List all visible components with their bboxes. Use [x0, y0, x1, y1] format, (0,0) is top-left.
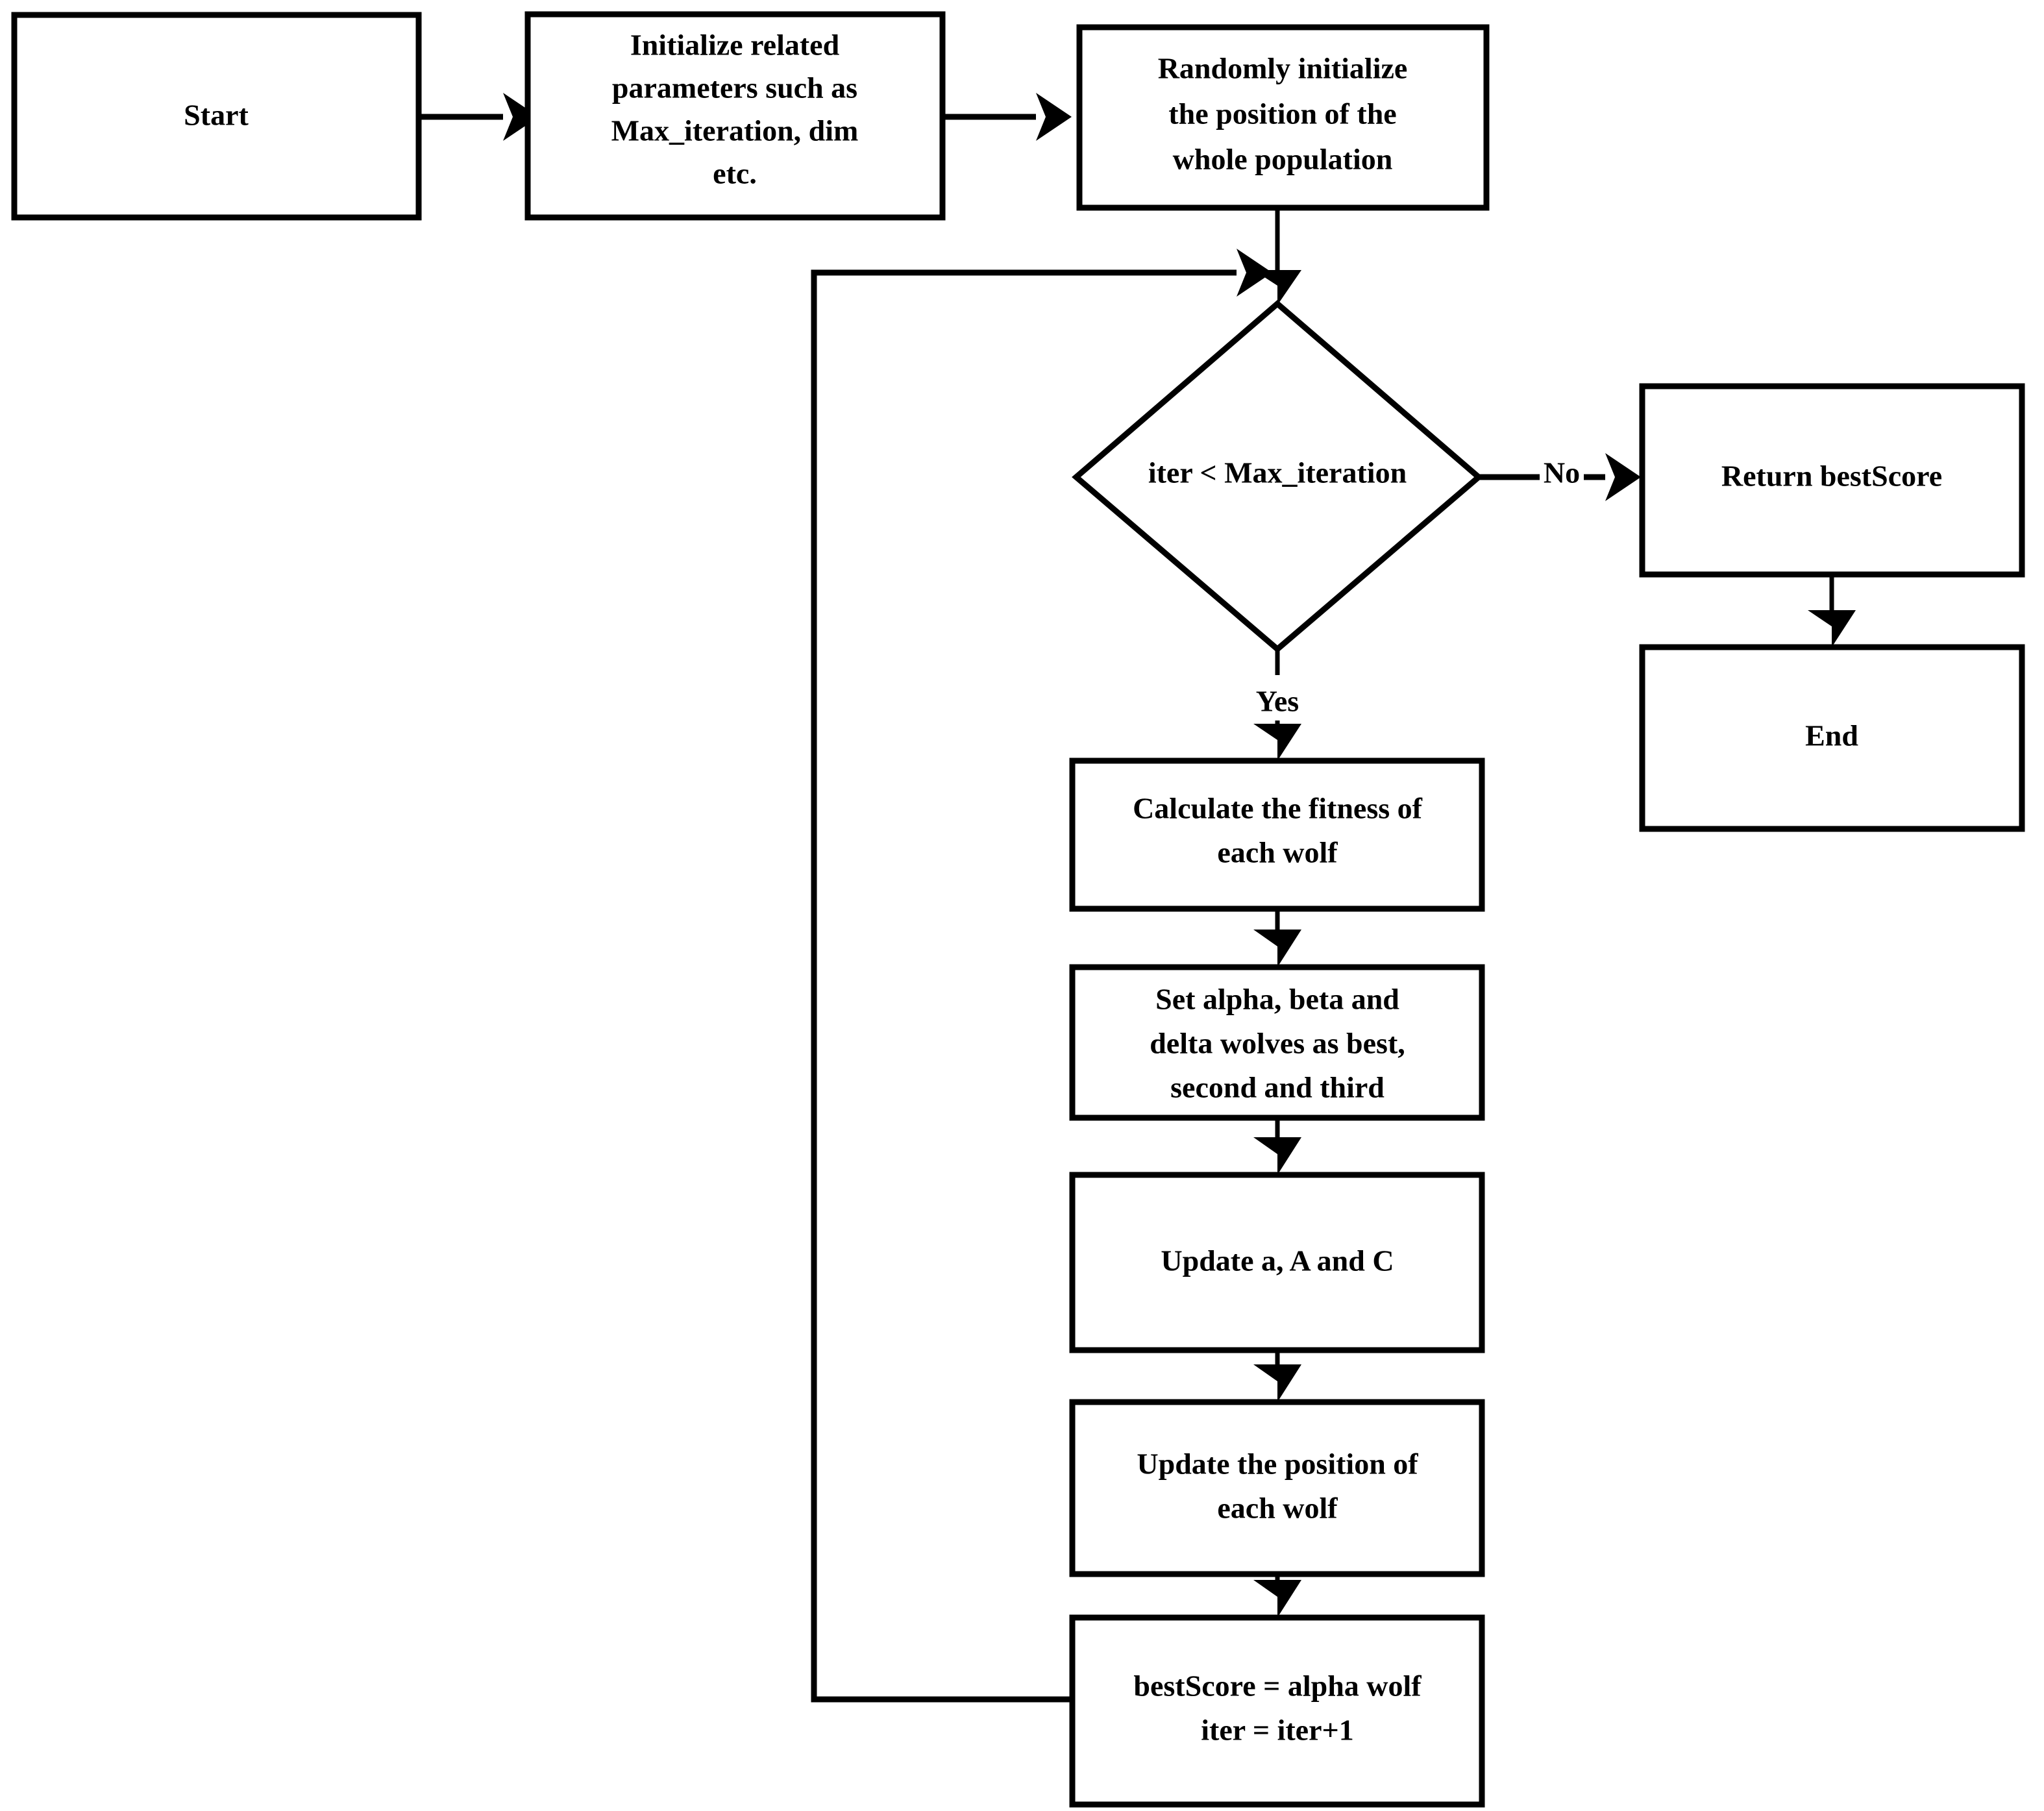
edge-update-best-to-decision-loop [811, 249, 1272, 1703]
node-set-wolves[interactable]: Set alpha, beta and delta wolves as best… [1069, 964, 1485, 1121]
node-init-population-line2: the position of the [1168, 97, 1396, 130]
node-decision[interactable]: iter < Max_iteration [1072, 300, 1483, 653]
node-return-bestscore[interactable]: Return bestScore [1639, 383, 2025, 578]
node-update-best[interactable]: bestScore = alpha wolf iter = iter+1 [1069, 1614, 1485, 1808]
node-calc-fitness[interactable]: Calculate the fitness of each wolf [1069, 758, 1485, 912]
node-update-best-line1: bestScore = alpha wolf [1133, 1669, 1422, 1703]
node-init-population-line1: Randomly initialize [1158, 52, 1408, 85]
edge-calc-fitness-to-set-wolves [1253, 909, 1301, 967]
node-start[interactable]: Start [11, 12, 422, 221]
node-calc-fitness-line2: each wolf [1217, 836, 1338, 869]
node-set-wolves-line2: delta wolves as best, [1150, 1027, 1405, 1060]
edge-update-position-to-update-best [1253, 1574, 1301, 1618]
node-update-position[interactable]: Update the position of each wolf [1069, 1399, 1485, 1577]
node-calc-fitness-line1: Calculate the fitness of [1133, 792, 1423, 825]
node-init-params-line4: etc. [713, 157, 757, 190]
edge-decision-to-calc-fitness: Yes [1256, 649, 1299, 718]
edge-init-population-to-decision [1253, 208, 1301, 305]
edge-yes-arrow [1253, 721, 1301, 761]
node-set-wolves-line3: second and third [1170, 1071, 1385, 1104]
edge-set-wolves-to-update-aac [1253, 1118, 1301, 1175]
node-start-label: Start [184, 99, 249, 132]
node-update-aac[interactable]: Update a, A and C [1069, 1172, 1485, 1353]
node-return-bestscore-label: Return bestScore [1721, 460, 1942, 493]
node-init-population[interactable]: Randomly initialize the position of the … [1076, 24, 1490, 211]
edge-decision-to-return-bestscore: No [1479, 453, 1641, 501]
node-end[interactable]: End [1639, 644, 2025, 832]
edge-return-bestscore-to-end [1808, 574, 1856, 647]
node-update-position-line2: each wolf [1217, 1492, 1338, 1525]
node-init-population-line3: whole population [1173, 143, 1393, 176]
edge-init-params-to-init-population [942, 93, 1072, 141]
edge-label-yes: Yes [1256, 685, 1299, 718]
edge-label-no: No [1544, 456, 1580, 489]
node-init-params-line2: parameters such as [612, 71, 857, 105]
node-set-wolves-line1: Set alpha, beta and [1155, 983, 1399, 1016]
node-init-params-line3: Max_iteration, dim [611, 114, 859, 147]
node-update-best-line2: iter = iter+1 [1201, 1714, 1353, 1747]
node-init-params-line1: Initialize related [630, 29, 840, 62]
edge-start-to-init-params [419, 93, 539, 141]
node-update-aac-label: Update a, A and C [1161, 1244, 1394, 1277]
node-decision-label: iter < Max_iteration [1148, 456, 1407, 489]
node-update-position-line1: Update the position of [1137, 1448, 1418, 1481]
node-init-params[interactable]: Initialize related parameters such as Ma… [524, 11, 946, 221]
edge-update-aac-to-update-position [1253, 1350, 1301, 1402]
node-end-label: End [1805, 719, 1858, 752]
